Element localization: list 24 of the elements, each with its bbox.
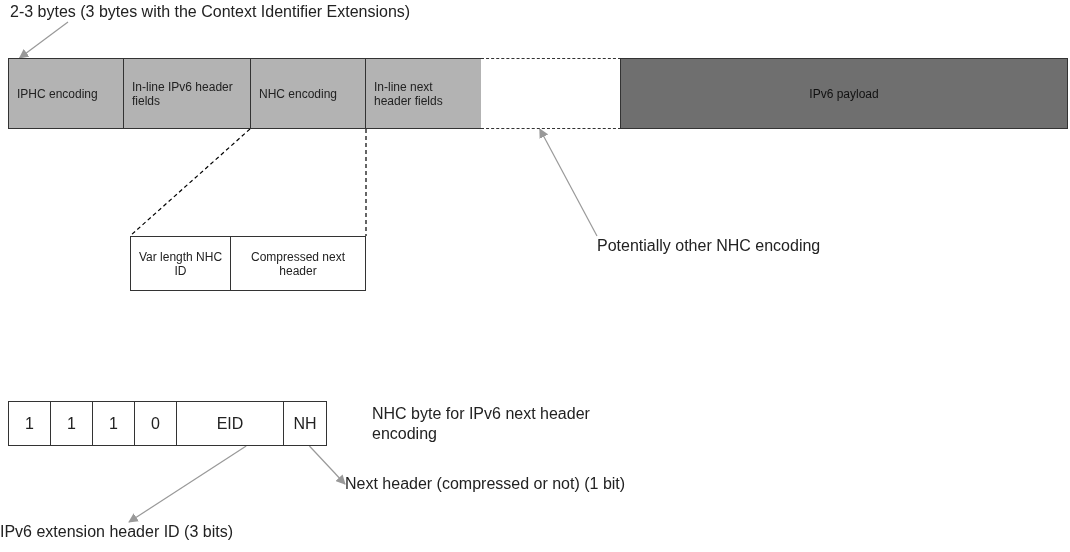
bit-field: 0 <box>134 401 177 446</box>
annotation-text: 2-3 bytes (3 bytes with the Context Identifier Extensions) <box>10 2 590 22</box>
header-field: In-line next header fields <box>365 58 482 129</box>
arrow <box>539 128 598 237</box>
expansion-line <box>365 128 367 237</box>
bit-field: NH <box>283 401 327 446</box>
annotation-text: IPv6 extension header ID (3 bits) <box>0 522 300 542</box>
bit-field: 1 <box>92 401 135 446</box>
header-field: IPHC encoding <box>8 58 124 129</box>
header-field: Compressed next header <box>230 236 366 291</box>
arrow <box>128 445 247 523</box>
bit-field: EID <box>176 401 284 446</box>
annotation-text: Potentially other NHC encoding <box>597 236 927 256</box>
header-field: Var length NHC ID <box>130 236 231 291</box>
payload-field: IPv6 payload <box>620 58 1068 129</box>
expansion-line <box>129 128 251 237</box>
arrow <box>18 21 69 59</box>
caption-text: NHC byte for IPv6 next header encoding <box>372 404 591 444</box>
bit-field: 1 <box>8 401 51 446</box>
arrow <box>308 445 346 485</box>
header-field: In-line IPv6 header fields <box>123 58 251 129</box>
bit-field: 1 <box>50 401 93 446</box>
annotation-text: Next header (compressed or not) (1 bit) <box>345 474 675 494</box>
header-field: NHC encoding <box>250 58 366 129</box>
